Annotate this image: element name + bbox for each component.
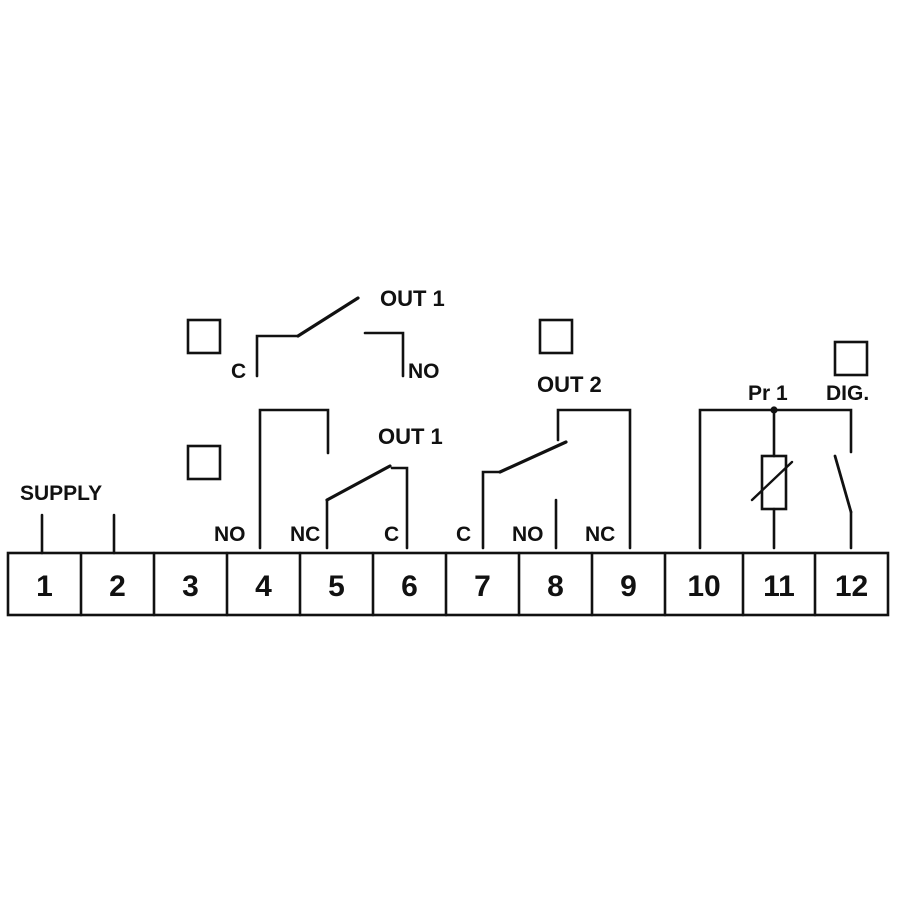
terminal-number: 7 <box>474 570 491 603</box>
out2-relay-contacts <box>481 408 632 550</box>
probe-label: Pr 1 <box>748 382 788 405</box>
terminal-strip-frame <box>6 551 890 617</box>
terminal-number: 1 <box>36 570 53 603</box>
out2-nc-label: NC <box>585 523 615 546</box>
out1-top-title: OUT 1 <box>380 286 445 311</box>
out1-relay-contacts <box>258 408 409 550</box>
out1-top-c-label: C <box>231 360 246 383</box>
terminal-number: 5 <box>328 570 345 603</box>
terminal-strip <box>6 551 890 617</box>
terminal-number: 4 <box>255 570 272 603</box>
out1-top-relay-symbol <box>255 296 405 378</box>
terminal-number: 3 <box>182 570 199 603</box>
supply-label: SUPPLY <box>20 482 102 505</box>
supply-leads <box>40 513 116 555</box>
checkbox-out1-top <box>186 318 222 355</box>
checkbox-out1-mid <box>186 444 222 481</box>
terminal-number: 10 <box>687 570 720 603</box>
out1-nc-label: NC <box>290 523 320 546</box>
terminal-number: 6 <box>401 570 418 603</box>
out1-c-label: C <box>384 523 399 546</box>
out2-no-label: NO <box>512 523 544 546</box>
checkbox-out2 <box>538 318 574 355</box>
terminal-number: 2 <box>109 570 126 603</box>
dig-label: DIG. <box>826 382 869 405</box>
terminal-number: 9 <box>620 570 637 603</box>
terminal-number: 11 <box>763 570 795 603</box>
out1-top-no-label: NO <box>408 360 440 383</box>
out2-title: OUT 2 <box>537 372 602 397</box>
out2-c-label: C <box>456 523 471 546</box>
terminal-number: 12 <box>835 570 868 603</box>
terminal-number: 8 <box>547 570 564 603</box>
probe-junction-dot <box>770 406 778 414</box>
probe-resistor <box>760 454 788 511</box>
probe-and-digital-input <box>698 408 853 550</box>
out1-mid-title: OUT 1 <box>378 424 443 449</box>
checkbox-dig <box>833 340 869 377</box>
out1-no-label: NO <box>214 523 246 546</box>
